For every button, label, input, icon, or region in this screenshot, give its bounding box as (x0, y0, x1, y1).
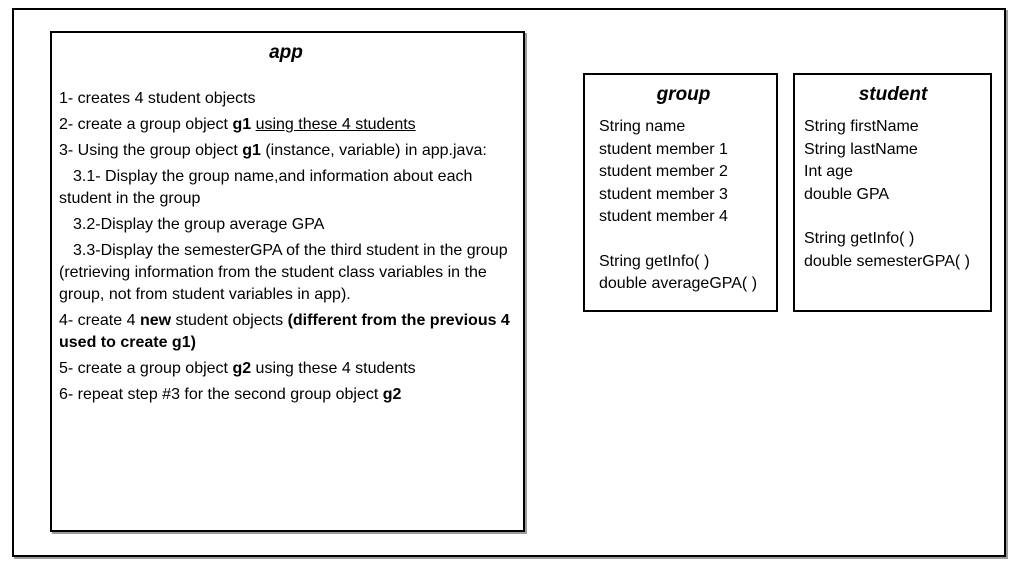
app-step: 5- create a group object g2 using these … (59, 358, 513, 380)
step-text-segment: 1- creates 4 student objects (59, 90, 256, 107)
step-text-segment: g1 (242, 142, 261, 159)
member-line: Int age (804, 163, 853, 180)
app-step: 3.2-Display the group average GPA (59, 214, 513, 236)
step-text-segment: using these 4 students (251, 360, 416, 377)
member-line: String getInfo( ) (599, 252, 710, 270)
app-steps: 1- creates 4 student objects 2- create a … (59, 88, 513, 406)
app-step: 3.3-Display the semesterGPA of the third… (59, 240, 513, 306)
step-text-segment: (different from the previous 4 used to c… (59, 312, 510, 351)
app-step: 6- repeat step #3 for the second group o… (59, 384, 513, 406)
step-text-segment: 3.2-Display the group average GPA (73, 216, 325, 233)
member-line: String getInfo( ) (804, 230, 915, 247)
step-text-segment: 3.3-Display the semesterGPA of the third… (59, 242, 508, 303)
outer-frame: app 1- creates 4 student objects 2- creat… (12, 8, 1006, 557)
step-text-segment: g2 (382, 386, 402, 403)
group-box: group String name student member 1 student… (583, 73, 778, 312)
app-box: app 1- creates 4 student objects 2- creat… (50, 31, 525, 532)
member-line: student member 4 (599, 208, 728, 225)
app-step: 4- create 4 new student objects (differe… (59, 310, 513, 354)
step-text-segment: 4- create 4 (59, 312, 140, 329)
step-text-segment: 5- create a group object (59, 360, 233, 377)
step-text-segment: 3- Using the group object (59, 142, 243, 159)
member-line: student member 2 (599, 163, 728, 180)
app-step: 3- Using the group object g1 (instance, … (59, 140, 513, 162)
member-line: String lastName (804, 140, 918, 158)
step-text-segment: 2- create a group object (59, 116, 233, 133)
step-text-segment: student objects (171, 312, 288, 329)
group-methods: String getInfo( ) double averageGPA( ) (599, 251, 768, 296)
step-text-segment: 6- repeat step #3 for the second group o… (59, 386, 383, 403)
step-text-segment: g2 (232, 360, 252, 377)
member-line: double semesterGPA( ) (804, 252, 970, 270)
step-text-segment: using these 4 students (255, 116, 416, 133)
step-text-segment: 3.1- Display the group name,and informat… (59, 168, 473, 207)
group-title: group (656, 84, 711, 105)
member-line: double GPA (804, 185, 890, 203)
step-text-segment: (instance, variable) in app.java: (260, 142, 487, 159)
app-title: app (269, 42, 303, 63)
step-text-segment: new (139, 312, 172, 329)
group-attributes: String name student member 1 student membe… (599, 116, 768, 229)
app-step: 2- create a group object g1 using these … (59, 114, 513, 136)
app-step: 1- creates 4 student objects (59, 88, 513, 110)
member-line: String firstName (804, 118, 919, 135)
member-line: double averageGPA( ) (599, 275, 758, 292)
student-methods: String getInfo( ) double semesterGPA( ) (804, 228, 982, 273)
app-step: 3.1- Display the group name,and informat… (59, 166, 513, 210)
student-title: student (858, 84, 928, 105)
member-line: student member 1 (599, 140, 728, 158)
step-text-segment: g1 (232, 116, 252, 133)
member-line: String name (599, 118, 686, 135)
member-line: student member 3 (599, 185, 728, 203)
